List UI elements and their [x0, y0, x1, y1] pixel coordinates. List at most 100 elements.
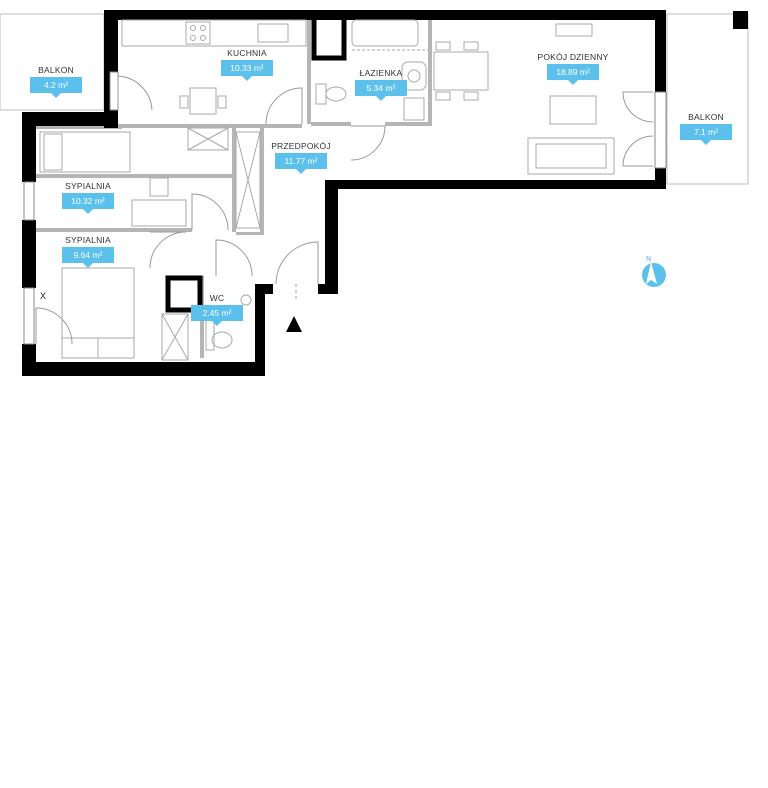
wardrobe-icon: [235, 131, 261, 229]
door-living-balcony-2: [622, 135, 654, 167]
bathtub-icon: [351, 19, 419, 47]
room-area: 18.89 m²: [556, 67, 590, 77]
washbasin-drain-icon: [407, 69, 421, 83]
compass-north-label: N: [646, 256, 651, 263]
room-name: KUCHNIA: [227, 48, 267, 58]
room-label-balkon-left: BALKON 4.2 m²: [30, 65, 82, 98]
room-name: BALKON: [38, 65, 74, 75]
room-label-wc: WC2.45 m²: [191, 293, 243, 326]
nightstand-icon: [149, 177, 169, 197]
wardrobe-diagonal: [235, 131, 261, 229]
room-label-kuchnia: KUCHNIA 10.33 m²: [221, 48, 273, 81]
chair-icon: [435, 41, 451, 51]
wall-bottom: [22, 362, 265, 376]
chair-icon: [435, 91, 451, 101]
room-name: SYPIALNIA: [65, 235, 111, 245]
partition-bath-bottom: [311, 122, 351, 126]
partition-bath-bottom-2: [385, 122, 432, 126]
door-bedroom1: [191, 193, 229, 231]
wall-hall-right: [325, 180, 338, 292]
balcony-left-outline: [0, 13, 105, 111]
area-callout-badge: [680, 124, 732, 145]
partitions: [32, 14, 432, 358]
door-bedroom2-balcony: [35, 307, 73, 345]
stove-burner-icon: [200, 35, 206, 41]
door-kitchen: [265, 87, 303, 125]
wall-wc-top-stub: [255, 284, 273, 294]
balcony-right-outline: [666, 13, 749, 185]
sofa-seat: [535, 143, 607, 169]
room-name: PRZEDPOKÓJ: [271, 141, 331, 151]
bath-cabinet: [403, 97, 425, 121]
windows: [23, 71, 667, 345]
partition-bedrooms: [32, 228, 192, 232]
door-entrance: [275, 241, 319, 285]
room-label-pokoj-dzienny: POKÓJ DZIENNY 18.89 m²: [537, 52, 608, 85]
partition-bath-living: [428, 14, 432, 126]
door-living-balcony-1: [622, 91, 654, 123]
door-bathroom: [350, 125, 386, 161]
room-area: 10.33 m²: [230, 63, 264, 73]
partition-kitchen-bath: [307, 14, 311, 124]
room-area: 11.77 m²: [285, 156, 318, 166]
stove-burner-icon: [190, 35, 196, 41]
window-living-balcony: [654, 91, 667, 169]
chair-icon: [463, 91, 479, 101]
x-marker: X: [40, 291, 46, 301]
partition-kitchen-bottom-2: [122, 124, 302, 128]
area-callout-badge: [355, 80, 407, 101]
wall-right-upper: [655, 10, 666, 92]
room-area: 4.2 m²: [44, 80, 68, 90]
doors: [35, 75, 654, 345]
room-labels: BALKON 4.2 m² KUCHNIA 10.33 m² ŁAZIENKA5.34 …: [30, 48, 732, 326]
chair-icon: [217, 95, 227, 109]
dining-table: [433, 51, 489, 91]
shafts: [165, 13, 347, 313]
area-callout-badge: [275, 153, 327, 174]
partition-hall-left: [232, 128, 236, 232]
kitchen-counter: [121, 19, 307, 47]
dining-table-small: [189, 87, 217, 115]
toilet-icon: [325, 86, 347, 102]
area-callout-badge: [62, 193, 114, 214]
partition-bedroom1-top: [32, 174, 232, 178]
desk-icon: [131, 199, 187, 227]
door-wc: [215, 239, 253, 277]
stove-burner-icon: [190, 25, 196, 31]
shaft-bathroom: [311, 13, 347, 61]
wall-living-bottom: [325, 180, 666, 189]
cabinet-diagonal: [187, 127, 229, 151]
door-kitchen-balcony: [117, 75, 153, 111]
room-area: 2.45 m²: [203, 308, 232, 318]
room-name: POKÓJ DZIENNY: [537, 52, 608, 62]
exterior-walls: [22, 10, 666, 376]
sofa-icon: [527, 137, 615, 175]
wall-left-bedroom1: [22, 112, 36, 182]
pillow-icon: [43, 133, 63, 171]
room-area: 5.34 m²: [367, 83, 396, 93]
wall-left-step: [22, 112, 118, 126]
wardrobe2-diagonal: [161, 313, 189, 361]
window-bedroom1: [23, 181, 35, 221]
partition-kitchen-bottom: [32, 124, 122, 129]
balcony-post: [733, 11, 748, 29]
compass-needle: [646, 262, 657, 284]
partition-hall-right: [260, 128, 264, 232]
door-bedroom2: [149, 231, 187, 269]
chair-icon: [179, 95, 189, 109]
wall-entrance-stub: [318, 284, 338, 294]
window-kitchen-balcony: [109, 71, 119, 111]
area-callout-badge: [191, 305, 243, 326]
wall-top: [104, 10, 666, 20]
room-area: 9.64 m²: [74, 250, 103, 260]
north-compass-icon: N: [642, 256, 666, 287]
toilet-tank-icon: [315, 83, 327, 105]
wall-left-bedroom2: [22, 220, 36, 288]
wall-wc-right: [255, 284, 265, 376]
area-callout-badge: [547, 64, 599, 85]
bed-icon: [39, 131, 131, 173]
coffee-table-icon: [549, 95, 597, 125]
